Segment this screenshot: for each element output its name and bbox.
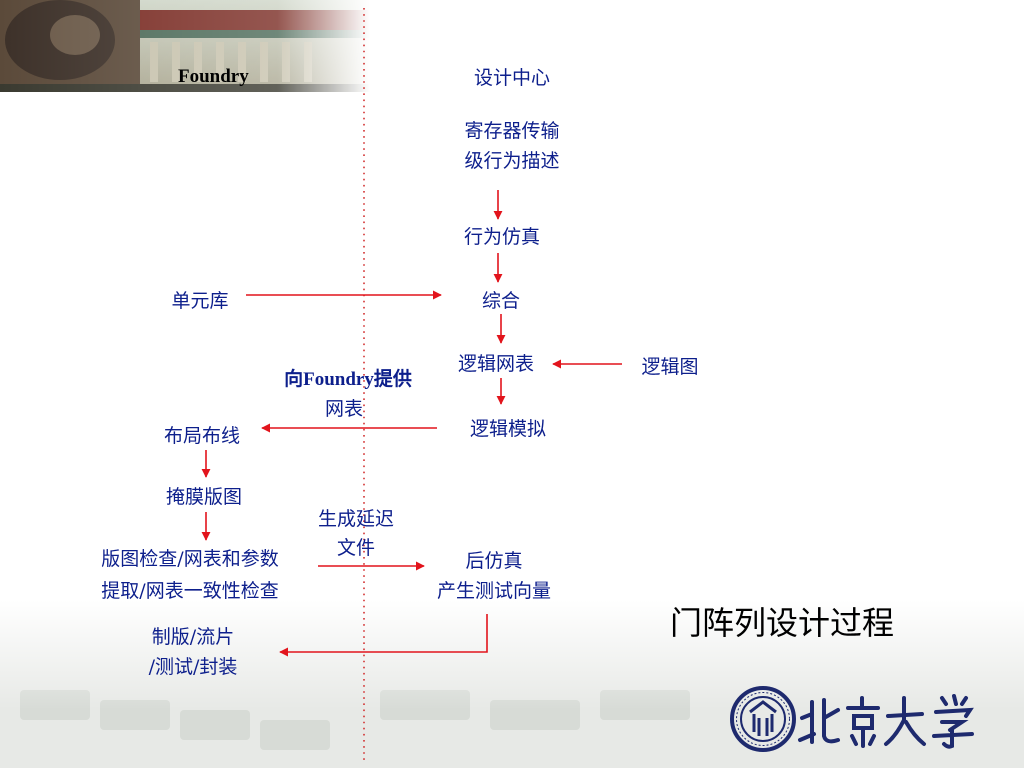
node-netlist: 逻辑网表 bbox=[457, 353, 535, 375]
slide-title: 门阵列设计过程 bbox=[670, 604, 895, 642]
pku-calligraphy-icon bbox=[798, 694, 974, 749]
pku-seal-icon bbox=[730, 686, 974, 752]
foundry-label: Foundry bbox=[178, 66, 249, 87]
node-logic-diagram: 逻辑图 bbox=[641, 356, 699, 378]
node-rtl-line2: 级行为描述 bbox=[464, 150, 560, 172]
node-fabrication-line2: /测试/封装 bbox=[148, 656, 238, 678]
node-post-sim-line1: 后仿真 bbox=[465, 550, 523, 572]
node-cell-library: 单元库 bbox=[171, 290, 229, 312]
node-post-sim-line2: 产生测试向量 bbox=[436, 580, 552, 602]
node-delay-file-line1: 生成延迟 bbox=[317, 508, 395, 530]
header-banner-photo bbox=[0, 0, 370, 92]
node-verification-line1: 版图检查/网表和参数 bbox=[101, 548, 279, 570]
node-behavior-sim: 行为仿真 bbox=[463, 226, 541, 248]
pku-logo bbox=[728, 684, 988, 758]
node-provide-netlist-line2: 网表 bbox=[324, 398, 364, 420]
node-provide-netlist-line1: 向Foundry提供 bbox=[284, 369, 412, 390]
node-delay-file-line2: 文件 bbox=[336, 537, 376, 559]
design-center-label: 设计中心 bbox=[473, 67, 551, 89]
arrow-post-sim-to-fabrication bbox=[279, 614, 488, 657]
node-synthesis: 综合 bbox=[481, 290, 521, 312]
node-verification-line2: 提取/网表一致性检查 bbox=[101, 580, 279, 602]
node-logic-sim: 逻辑模拟 bbox=[469, 418, 547, 440]
node-fabrication-line1: 制版/流片 bbox=[151, 626, 235, 648]
node-mask: 掩膜版图 bbox=[165, 486, 243, 508]
building-photo-icon bbox=[0, 0, 370, 92]
node-place-route: 布局布线 bbox=[163, 425, 241, 447]
node-rtl-line1: 寄存器传输 bbox=[464, 120, 560, 142]
